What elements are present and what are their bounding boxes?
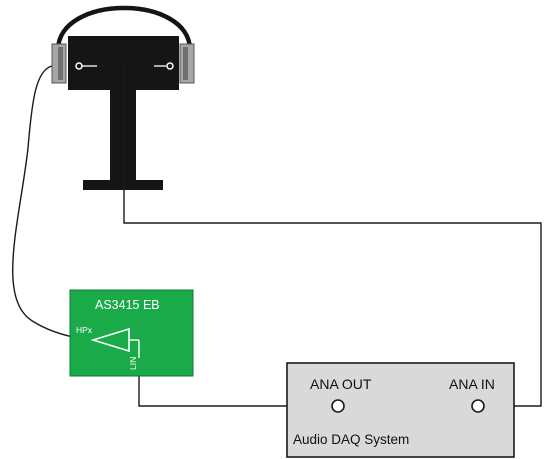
stand-base bbox=[83, 180, 163, 190]
coupler-mic-right bbox=[166, 62, 174, 70]
headphones-icon bbox=[51, 5, 195, 190]
amplifier-icon bbox=[90, 327, 140, 358]
ana-in-label: ANA IN bbox=[449, 376, 495, 392]
headband bbox=[55, 5, 193, 51]
wire-mic-to-ana-in bbox=[97, 65, 542, 407]
wire-headphone-cable bbox=[12, 65, 94, 341]
eval-board-body bbox=[69, 289, 194, 377]
hp-label: HPx bbox=[76, 325, 93, 335]
ana-out-label: ANA OUT bbox=[310, 376, 372, 392]
line-in-label: LIN bbox=[128, 357, 138, 370]
audio-daq-system: ANA OUT ANA IN Audio DAQ System bbox=[286, 362, 515, 458]
eval-board-title: AS3415 EB bbox=[95, 298, 160, 312]
ana-in-jack-icon bbox=[471, 399, 485, 413]
stand-post bbox=[110, 90, 136, 182]
coupler-mic-left bbox=[75, 62, 83, 70]
ana-out-jack-icon bbox=[331, 399, 345, 413]
daq-name: Audio DAQ System bbox=[293, 432, 409, 447]
eval-board: AS3415 EB HPx LIN bbox=[69, 289, 194, 377]
